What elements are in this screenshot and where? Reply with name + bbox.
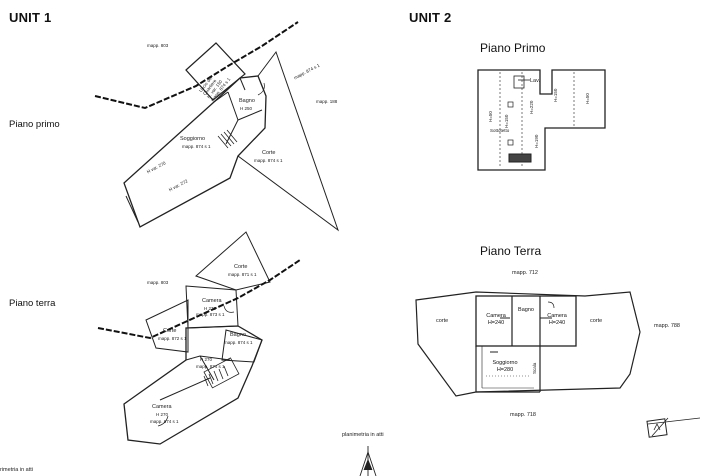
u1-p1-parcel-north: mapp. 803: [147, 43, 169, 48]
u1-p1-boundary-line: [94, 21, 299, 110]
u1-pt-bedroom-top-h: H 270: [204, 306, 217, 311]
u1-pt-top-court-parcel: mapp. 871 s 1: [228, 272, 257, 277]
u2-pt-bedroom-left-h: H=240: [487, 319, 505, 326]
u1-pt-stairs: [203, 357, 240, 389]
u2-ground-floor-label: Piano Terra: [480, 244, 542, 258]
u1-pt-bedroom-top-parcel: mapp. 873 s 1: [196, 312, 225, 317]
u2-p1-lav-label: Lav.: [530, 78, 540, 84]
u2-pt-bathroom-label: Bagno: [518, 307, 534, 313]
u2-p1-h-190: H=190: [534, 134, 539, 148]
u2-p1-h-left: H=50: [488, 111, 493, 122]
u1-pt-bedroom-bottom-parcel: mapp. 874 s 1: [150, 419, 179, 424]
u2-p1-h-220: H=220: [529, 100, 534, 114]
footer-planimetria: planimetria in atti: [342, 432, 384, 438]
u1-pt-middle-parcel: mapp. 874 s 1: [196, 364, 225, 369]
unit2-title: UNIT 2: [409, 10, 452, 25]
u1-p1-bathroom-label: Bagno: [239, 98, 255, 104]
u1-first-floor-label: Piano primo: [9, 119, 60, 130]
u2-pt-bedroom-left-label: Camera H=240: [484, 313, 508, 326]
u2-pt-parcel-south: mapp. 718: [510, 412, 536, 418]
u1-pt-bedroom-bottom-label: Camera: [152, 404, 172, 410]
u2-pt-stairs-label: Scala: [532, 362, 537, 374]
u1-ground-floor-label: Piano terra: [9, 298, 56, 309]
u1-pt-left-court-parcel: mapp. 872 s 1: [158, 336, 187, 341]
u2-pt-court-left: corte: [436, 318, 449, 324]
u1-pt-top-court: [195, 231, 271, 291]
u1-p1-building-outline: [123, 75, 267, 228]
u2-p1-h-50-right: H=50: [585, 93, 590, 104]
u2-p1-h-mid: H=150: [504, 114, 509, 128]
u1-pt-middle-h: H 270: [200, 357, 213, 362]
u1-p1-living-parcel: mapp. 874 s 1: [182, 144, 211, 149]
u2-pt-court-boundary: [415, 291, 641, 397]
u1-pt-parcel-north: mapp. 803: [147, 280, 169, 285]
u1-p1-courtyard-label: Corte: [262, 150, 276, 156]
u2-pt-bedroom-right-h: H=240: [548, 319, 566, 326]
u1-pt-bedroom-bottom-h: H 270: [156, 412, 169, 417]
u1-p1-living-label: Soggiorno: [180, 136, 206, 142]
u2-first-floor-label: Piano Primo: [480, 41, 546, 55]
u2-pt-parcel-north: mapp. 712: [512, 270, 538, 276]
u1-p1-courtyard-boundary: [237, 50, 340, 232]
u1-footer-text: rimetria in atti: [0, 467, 34, 473]
north-arrow: [646, 417, 701, 438]
u1-p1-courtyard-parcel: mapp. 874 s 1: [254, 158, 283, 163]
u2-p1-lav-fixture: [513, 75, 525, 89]
unit1-title: UNIT 1: [9, 10, 52, 25]
u1-pt-bedroom-top-label: Camera: [202, 298, 222, 304]
u1-p1-bathroom-h: H 250: [240, 106, 253, 111]
u2-pt-living-label: Soggiorno H=280: [488, 360, 522, 373]
u2-p1-stair-label: Sottotetto: [490, 128, 510, 133]
u1-pt-boundary-line: [97, 259, 301, 340]
u1-pt-building-outline: [123, 325, 263, 445]
u1-pt-left-court-label: Corte: [163, 328, 177, 334]
u2-p1-stairs: [508, 153, 532, 163]
compass-rose: [359, 446, 377, 476]
u2-pt-bedroom-right-name: Camera: [547, 313, 567, 319]
u1-p1-stairs: [217, 129, 238, 149]
u2-p1-h-150: H=150: [553, 88, 558, 102]
u1-p1-corner-block: [185, 42, 246, 101]
u2-p1-outline: [477, 69, 606, 171]
u2-pt-bedroom-right-label: Camera H=240: [544, 313, 570, 326]
u1-pt-bathroom-parcel: mapp. 874 s 1: [224, 340, 253, 345]
u2-pt-building: [475, 295, 577, 347]
u1-pt-left-court: [145, 299, 189, 353]
u2-pt-living-name: Soggiorno: [492, 360, 518, 366]
u1-p1-interior-walls: [213, 91, 263, 145]
u2-pt-court-right: corte: [590, 318, 603, 324]
u2-pt-bedroom-left-name: Camera: [486, 313, 506, 319]
u2-pt-parcel-east: mapp. 788: [654, 323, 680, 329]
u2-pt-living-h: H=280: [496, 366, 514, 373]
u1-p1-parcel-east: mapp. 188: [316, 99, 338, 104]
u1-pt-top-court-label: Corte: [234, 264, 248, 270]
u1-pt-bathroom-label: Bagno: [230, 332, 246, 338]
